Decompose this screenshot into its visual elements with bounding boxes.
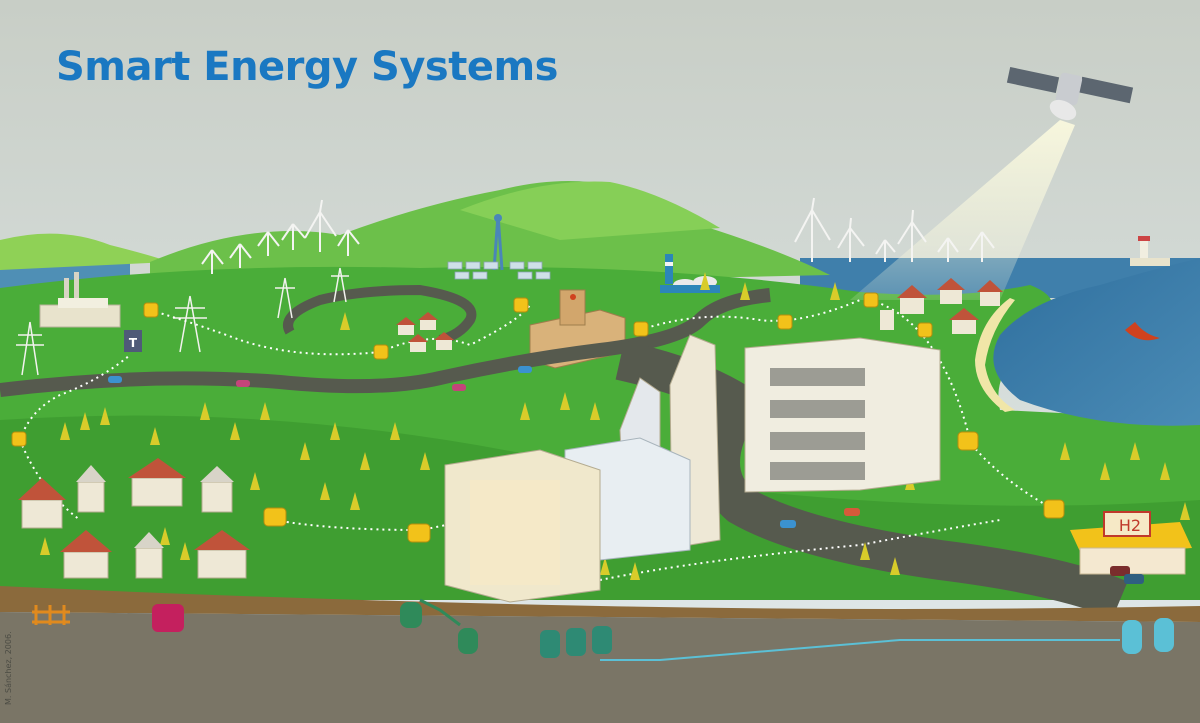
village-right xyxy=(880,278,1003,334)
hydrogen-station-sign: H2 xyxy=(1118,516,1142,535)
beach xyxy=(975,298,1015,412)
transformer: T xyxy=(124,330,142,352)
transformer-label: T xyxy=(129,336,138,350)
wave-energy-device xyxy=(1125,322,1160,341)
hill-peak xyxy=(460,181,720,240)
soil-layer xyxy=(0,586,1200,622)
road-foreground xyxy=(615,340,1128,619)
tree-icon xyxy=(40,272,1190,580)
onshore-wind-farm xyxy=(201,199,360,274)
satellite-beam xyxy=(850,120,1075,300)
lighthouse-icon xyxy=(1130,236,1170,266)
solar-field xyxy=(447,261,551,280)
image-credit: M. Sánchez, 2006. xyxy=(4,631,13,705)
communication-tower xyxy=(492,214,504,271)
house-icon xyxy=(18,458,250,579)
office-towers xyxy=(444,334,721,603)
page-title: Smart Energy Systems xyxy=(56,44,558,90)
sea xyxy=(993,258,1200,426)
offshore-wind-farm xyxy=(794,197,995,262)
road-main xyxy=(0,288,771,397)
road-loop xyxy=(283,284,477,345)
power-plant xyxy=(39,272,121,328)
car-icon xyxy=(108,366,1144,584)
village-middle xyxy=(396,312,454,352)
hydrogen-station xyxy=(1070,511,1192,575)
hill-left xyxy=(0,233,170,270)
power-pylon-icon xyxy=(16,267,349,376)
parking-garage xyxy=(744,337,941,493)
storage-tank-icon xyxy=(32,598,1174,661)
satellite-icon xyxy=(1006,66,1134,121)
smart-meter-icon xyxy=(11,292,1065,543)
